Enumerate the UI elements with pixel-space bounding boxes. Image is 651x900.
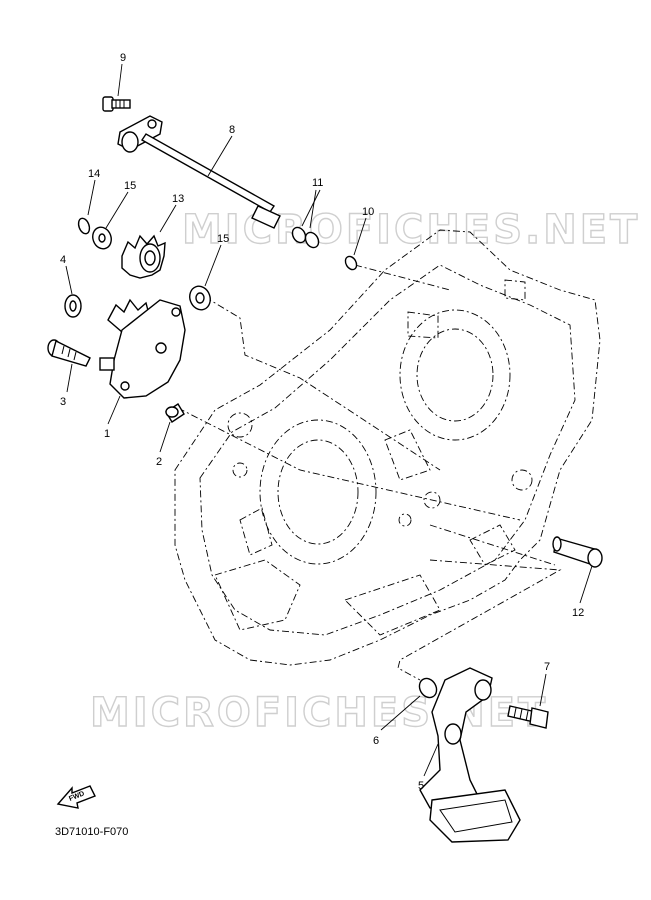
part-5-oil-strainer bbox=[419, 667, 521, 843]
part-1-oil-pump-assembly bbox=[99, 298, 186, 399]
part-2-dowel-pin bbox=[165, 403, 185, 423]
callout-13: 13 bbox=[172, 193, 184, 205]
part-6-o-ring bbox=[418, 677, 438, 699]
callout-15-lower: 15 bbox=[217, 233, 229, 245]
callout-numbers: 9 8 11 10 14 15 13 15 4 3 1 2 12 7 6 5 bbox=[60, 52, 584, 792]
callout-10: 10 bbox=[362, 206, 374, 218]
callout-2: 2 bbox=[156, 456, 162, 468]
leader-lines bbox=[65, 63, 593, 777]
part-7-bolt bbox=[507, 705, 549, 729]
part-15-washer-lower bbox=[189, 285, 211, 311]
part-11-o-rings bbox=[291, 226, 320, 249]
part-8-shaft bbox=[117, 115, 281, 229]
callout-15-upper: 15 bbox=[124, 180, 136, 192]
part-10-o-ring bbox=[344, 255, 358, 271]
callout-14: 14 bbox=[88, 168, 100, 180]
part-14-circlip bbox=[77, 217, 91, 235]
part-12-pipe bbox=[552, 536, 603, 568]
callout-1: 1 bbox=[104, 428, 110, 440]
callout-6: 6 bbox=[373, 735, 379, 747]
part-4-bushing bbox=[64, 294, 82, 318]
callout-9: 9 bbox=[120, 52, 126, 64]
callout-11: 11 bbox=[312, 177, 323, 189]
callout-3: 3 bbox=[60, 396, 66, 408]
callout-7: 7 bbox=[544, 661, 550, 673]
part-13-driven-gear bbox=[121, 234, 166, 279]
callout-4: 4 bbox=[60, 254, 66, 266]
part-3-bolt bbox=[47, 339, 91, 367]
part-15-washer-upper bbox=[92, 226, 112, 250]
assembly-alignment-lines bbox=[177, 264, 562, 681]
forward-direction-arrow: FWD bbox=[56, 785, 96, 809]
callout-12: 12 bbox=[572, 607, 584, 619]
figure-code: 3D71010-F070 bbox=[55, 826, 128, 838]
crankcase-outline bbox=[174, 229, 601, 666]
part-9-bolt bbox=[102, 96, 131, 112]
watermark-top: MICROFICHES.NET bbox=[182, 207, 640, 253]
callout-5: 5 bbox=[418, 780, 424, 792]
callout-8: 8 bbox=[229, 124, 235, 136]
